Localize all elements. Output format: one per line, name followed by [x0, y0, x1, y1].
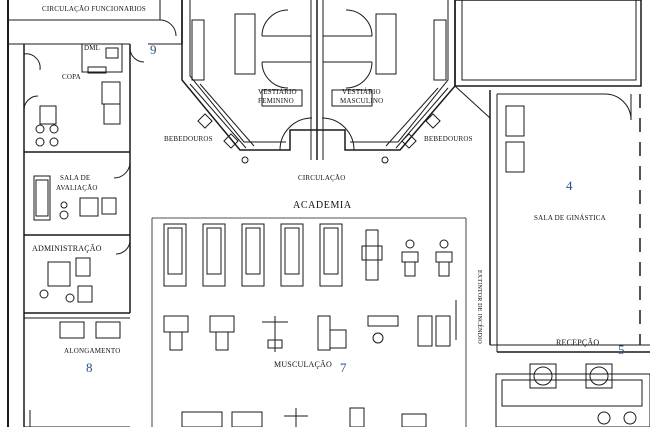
machines-row-1	[401, 239, 453, 277]
mat-2	[95, 321, 121, 339]
room-number-9: 9	[150, 42, 157, 57]
label-vestiario-masculino-1: VESTIÁRIO	[342, 88, 381, 96]
academia-area	[151, 217, 467, 431]
room-number-4: 4	[566, 178, 573, 193]
label-vestiario-feminino-1: VESTIÁRIO	[258, 88, 297, 96]
label-musculacao: MUSCULAÇÃO	[274, 360, 333, 369]
reception-counter	[495, 373, 650, 428]
label-academia: ACADEMIA	[293, 200, 352, 211]
label-circulacao: CIRCULAÇÃO	[298, 174, 346, 182]
room-number-5: 5	[618, 342, 625, 357]
label-dml: DML	[84, 44, 101, 52]
mat-1	[59, 321, 85, 339]
top-right-room	[454, 0, 642, 87]
label-administracao: ADMINISTRAÇÃO	[32, 244, 102, 253]
label-recepcao: RECEPÇÃO	[556, 338, 600, 347]
reception-chair-2	[585, 363, 613, 389]
label-extintor: EXTINTOR DE INCÊNDIO	[476, 270, 482, 344]
label-vestiario-masculino-2: MASCULINO	[340, 97, 384, 105]
label-sala-avaliacao-2: AVALIAÇÃO	[56, 184, 98, 192]
treadmills	[163, 223, 383, 287]
label-vestiario-feminino-2: FEMININO	[258, 97, 294, 105]
label-alongamento: ALONGAMENTO	[64, 347, 121, 355]
label-sala-avaliacao-1: SALA DE	[60, 174, 91, 182]
dml-room	[81, 43, 123, 73]
machines-row-2	[163, 300, 457, 352]
admin-desk	[47, 261, 71, 287]
label-copa: COPA	[62, 73, 81, 81]
label-bebedouros-left: BEBEDOUROS	[164, 135, 213, 143]
machines-row-3	[181, 407, 427, 428]
room-number-7: 7	[340, 360, 347, 375]
lockers-right	[433, 19, 447, 81]
label-sala-ginastica: SALA DE GINÁSTICA	[534, 214, 606, 222]
copa-table	[39, 105, 57, 125]
label-bebedouros-right: BEBEDOUROS	[424, 135, 473, 143]
evaluation-stretcher	[33, 175, 51, 221]
reception-chair-1	[529, 363, 557, 389]
room-number-8: 8	[86, 360, 93, 375]
lockers-left	[191, 19, 205, 81]
label-circulacao-funcionarios: CIRCULAÇÃO FUNCIONARIOS	[42, 5, 146, 13]
